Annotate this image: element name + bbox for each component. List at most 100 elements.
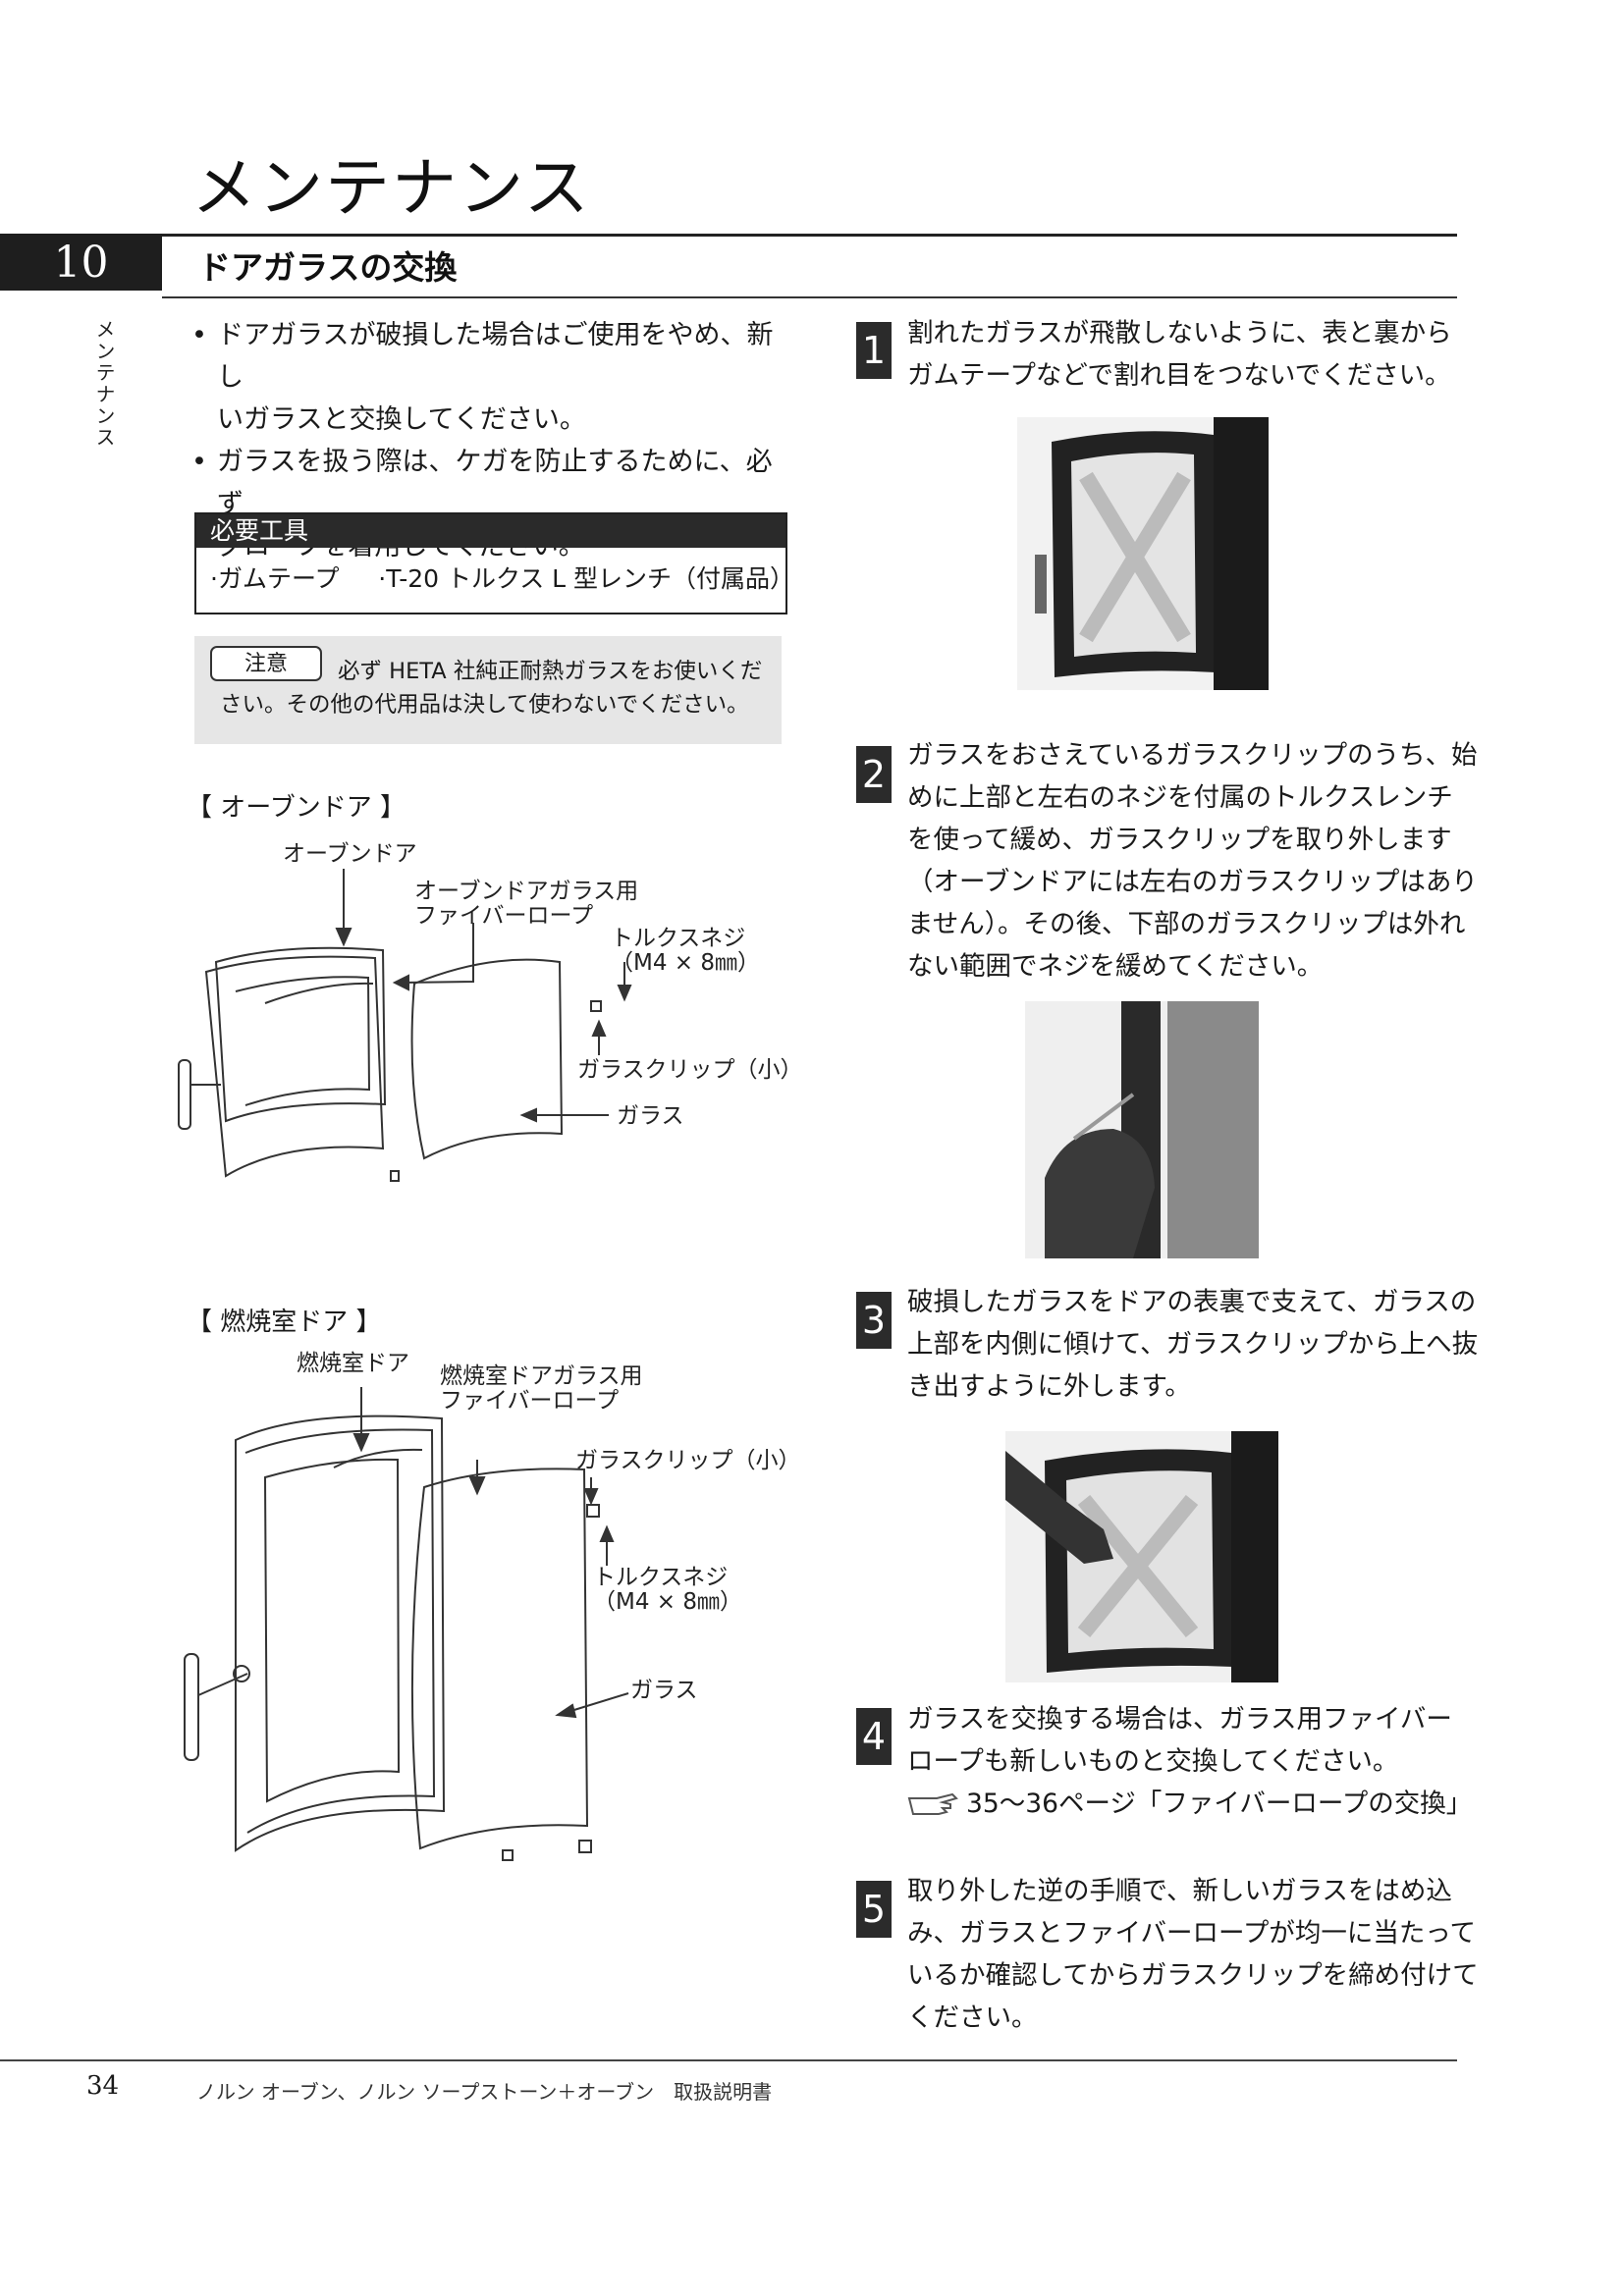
caution-text-line: さい。その他の代用品は決して使わないでください。	[220, 692, 749, 718]
arrow-head-icon	[468, 1476, 486, 1496]
glass-clip-shape	[578, 1840, 592, 1853]
door-frame-shape	[204, 955, 385, 1178]
callout-oven-door: オーブンドア	[283, 841, 417, 867]
page-number: 34	[86, 2071, 120, 2101]
step-3-text: 破損したガラスをドアの表裏で支えて、ガラスの 上部を内側に傾けて、ガラスクリップ…	[907, 1281, 1478, 1408]
arrow-head-icon	[392, 974, 409, 991]
step-1-text: 割れたガラスが飛散しないように、表と裏から ガムテープなどで割れ目をつないでくだ…	[907, 312, 1452, 397]
tool-item: ·ガムテープ	[210, 564, 340, 593]
step-text-line: 取り外した逆の手順で、新しいガラスをはめ込	[907, 1876, 1452, 1906]
required-tools-box: 必要工具 ·ガムテープ ·T-20 トルクス L 型レンチ（付属品）	[194, 512, 795, 614]
glass-clip-shape	[590, 1000, 602, 1012]
arrow-head-icon	[617, 985, 632, 1002]
bullet-line: ドアガラスが破損した場合はご使用をやめ、新し	[217, 320, 774, 393]
glass-panel-shape	[410, 958, 564, 1160]
header-rule	[0, 234, 1457, 237]
step-number-badge: 5	[856, 1881, 892, 1938]
document-title: ノルン オーブン、ノルン ソープストーン＋オーブン 取扱説明書	[196, 2080, 773, 2104]
door-frame-inner	[235, 976, 371, 1106]
caution-text-line: 必ず HETA 社純正耐熱ガラスをお使いくだ	[338, 659, 763, 684]
required-tools-heading: 必要工具	[196, 514, 785, 548]
callout-oven-rope: オーブンドアガラス用 ファイバーロープ	[414, 880, 638, 929]
step-text-line: めに上部と左右のネジを付属のトルクスレンチ	[907, 782, 1453, 813]
glass-clip-shape	[586, 1504, 600, 1518]
step-4-text: ガラスを交換する場合は、ガラス用ファイバー ロープも新しいものと交換してください…	[907, 1698, 1472, 1825]
callout-firebox-screw: トルクスネジ （M4 × 8㎜）	[593, 1566, 742, 1615]
step-text-line: ください。	[907, 2002, 1038, 2033]
door-frame-shape	[235, 1415, 446, 1852]
step-5-text: 取り外した逆の手順で、新しいガラスをはめ込 み、ガラスとファイバーロープが均一に…	[907, 1870, 1479, 2039]
page-reference: 35～36ページ「ファイバーロープの交換」	[907, 1783, 1472, 1825]
callout-line: オーブンドアガラス用	[414, 879, 639, 904]
required-tools-list: ·ガムテープ ·T-20 トルクス L 型レンチ（付属品）	[196, 548, 795, 595]
callout-line: ファイバーロープ	[414, 903, 594, 929]
callout-firebox-rope: 燃焼室ドアガラス用 ファイバーロープ	[440, 1364, 643, 1414]
callout-firebox-glass: ガラス	[630, 1678, 698, 1703]
door-frame-inner	[263, 1458, 401, 1803]
step-text-line: き出すように外します。	[907, 1371, 1191, 1402]
fiber-rope-shape	[264, 982, 374, 1004]
glass-clip-shape	[502, 1849, 514, 1861]
bullet-line: ガラスを扱う際は、ケガを防止するために、必ず	[217, 447, 773, 519]
door-handle-shape	[197, 1673, 248, 1696]
callout-firebox-door: 燃焼室ドア	[297, 1351, 409, 1376]
step-text-line: ない範囲でネジを緩めてください。	[907, 951, 1324, 982]
section-rule	[162, 296, 1457, 298]
step-number-badge: 3	[856, 1292, 892, 1349]
callout-oven-clip: ガラスクリップ（小）	[577, 1057, 803, 1083]
firebox-door-diagram	[184, 1387, 629, 1861]
step-number-badge: 2	[856, 746, 892, 803]
footer-rule	[0, 2059, 1457, 2061]
step-text-line: ません）。その後、下部のガラスクリップは外れ	[907, 909, 1466, 939]
glass-clip-shape	[390, 1170, 400, 1182]
arrow-head-icon	[555, 1703, 577, 1719]
callout-line: （M4 × 8㎜）	[611, 950, 761, 976]
step-2-text: ガラスをおさえているガラスクリップのうち、始 めに上部と左右のネジを付属のトルク…	[907, 734, 1478, 988]
step-text-line: ガラスを交換する場合は、ガラス用ファイバー	[907, 1704, 1452, 1735]
door-handle-shape	[184, 1653, 199, 1761]
pointing-hand-icon	[907, 1792, 958, 1815]
oven-door-diagram	[178, 869, 632, 1182]
caution-note: 注意 必ず HETA 社純正耐熱ガラスをお使いくだ さい。その他の代用品は決して…	[194, 636, 782, 744]
section-title: ドアガラスの交換	[198, 248, 458, 287]
callout-line: （M4 × 8㎜）	[593, 1589, 743, 1615]
callout-oven-screw: トルクスネジ （M4 × 8㎜）	[611, 927, 760, 976]
caution-badge: 注意	[210, 646, 322, 681]
callout-line: ファイバーロープ	[440, 1388, 620, 1414]
step-number-badge: 4	[856, 1708, 892, 1765]
tool-item: ·T-20 トルクス L 型レンチ（付属品）	[378, 564, 795, 593]
door-hinge-shape	[233, 1665, 250, 1682]
callout-oven-glass: ガラス	[617, 1103, 684, 1129]
step-text-line: いるか確認してからガラスクリップを締め付けて	[907, 1960, 1479, 1991]
step-text-line: ロープも新しいものと交換してください。	[907, 1746, 1399, 1777]
step-text-line: ガムテープなどで割れ目をつないでください。	[907, 360, 1451, 391]
oven-door-heading: 【 オーブンドア 】	[187, 793, 406, 823]
callout-line: 燃焼室ドアガラス用	[440, 1363, 643, 1389]
step-text-line: 上部を内側に傾けて、ガラスクリップから上へ抜	[907, 1329, 1479, 1360]
fiber-rope-shape	[333, 1448, 423, 1468]
step-text-line: 破損したガラスをドアの表裏で支えて、ガラスの	[907, 1287, 1477, 1317]
intro-bullet: • ドアガラスが破損した場合はご使用をやめ、新し いガラスと交換してください。	[191, 314, 790, 441]
arrow-line	[564, 1692, 629, 1714]
step-3-photo	[1005, 1431, 1278, 1682]
arrow-line	[402, 923, 474, 984]
bullet-dot-icon: •	[191, 447, 207, 477]
step-number-badge: 1	[856, 322, 892, 379]
glass-panel-shape	[410, 1468, 589, 1850]
step-1-photo-illustration	[1017, 417, 1269, 690]
door-frame-inner	[244, 1428, 436, 1834]
intro-bullet: • ガラスを扱う際は、ケガを防止するために、必ず グローブを着用してください。	[191, 441, 790, 567]
step-text-line: を使って緩め、ガラスクリップを取り外します	[907, 825, 1452, 855]
bullet-line: いガラスと交換してください。	[217, 404, 586, 435]
arrow-head-icon	[519, 1107, 537, 1123]
callout-firebox-clip: ガラスクリップ（小）	[575, 1448, 801, 1473]
intro-bullets: • ドアガラスが破損した場合はご使用をやめ、新し いガラスと交換してください。 …	[191, 314, 790, 567]
bullet-dot-icon: •	[191, 320, 207, 350]
callout-line: トルクスネジ	[611, 926, 746, 951]
callout-line: トルクスネジ	[593, 1565, 729, 1590]
door-frame-shape	[214, 946, 387, 1123]
step-3-photo-illustration	[1005, 1431, 1278, 1682]
chapter-title: メンテナンス	[191, 150, 591, 226]
door-handle-shape	[178, 1059, 191, 1130]
step-2-photo-illustration	[1025, 1001, 1259, 1258]
